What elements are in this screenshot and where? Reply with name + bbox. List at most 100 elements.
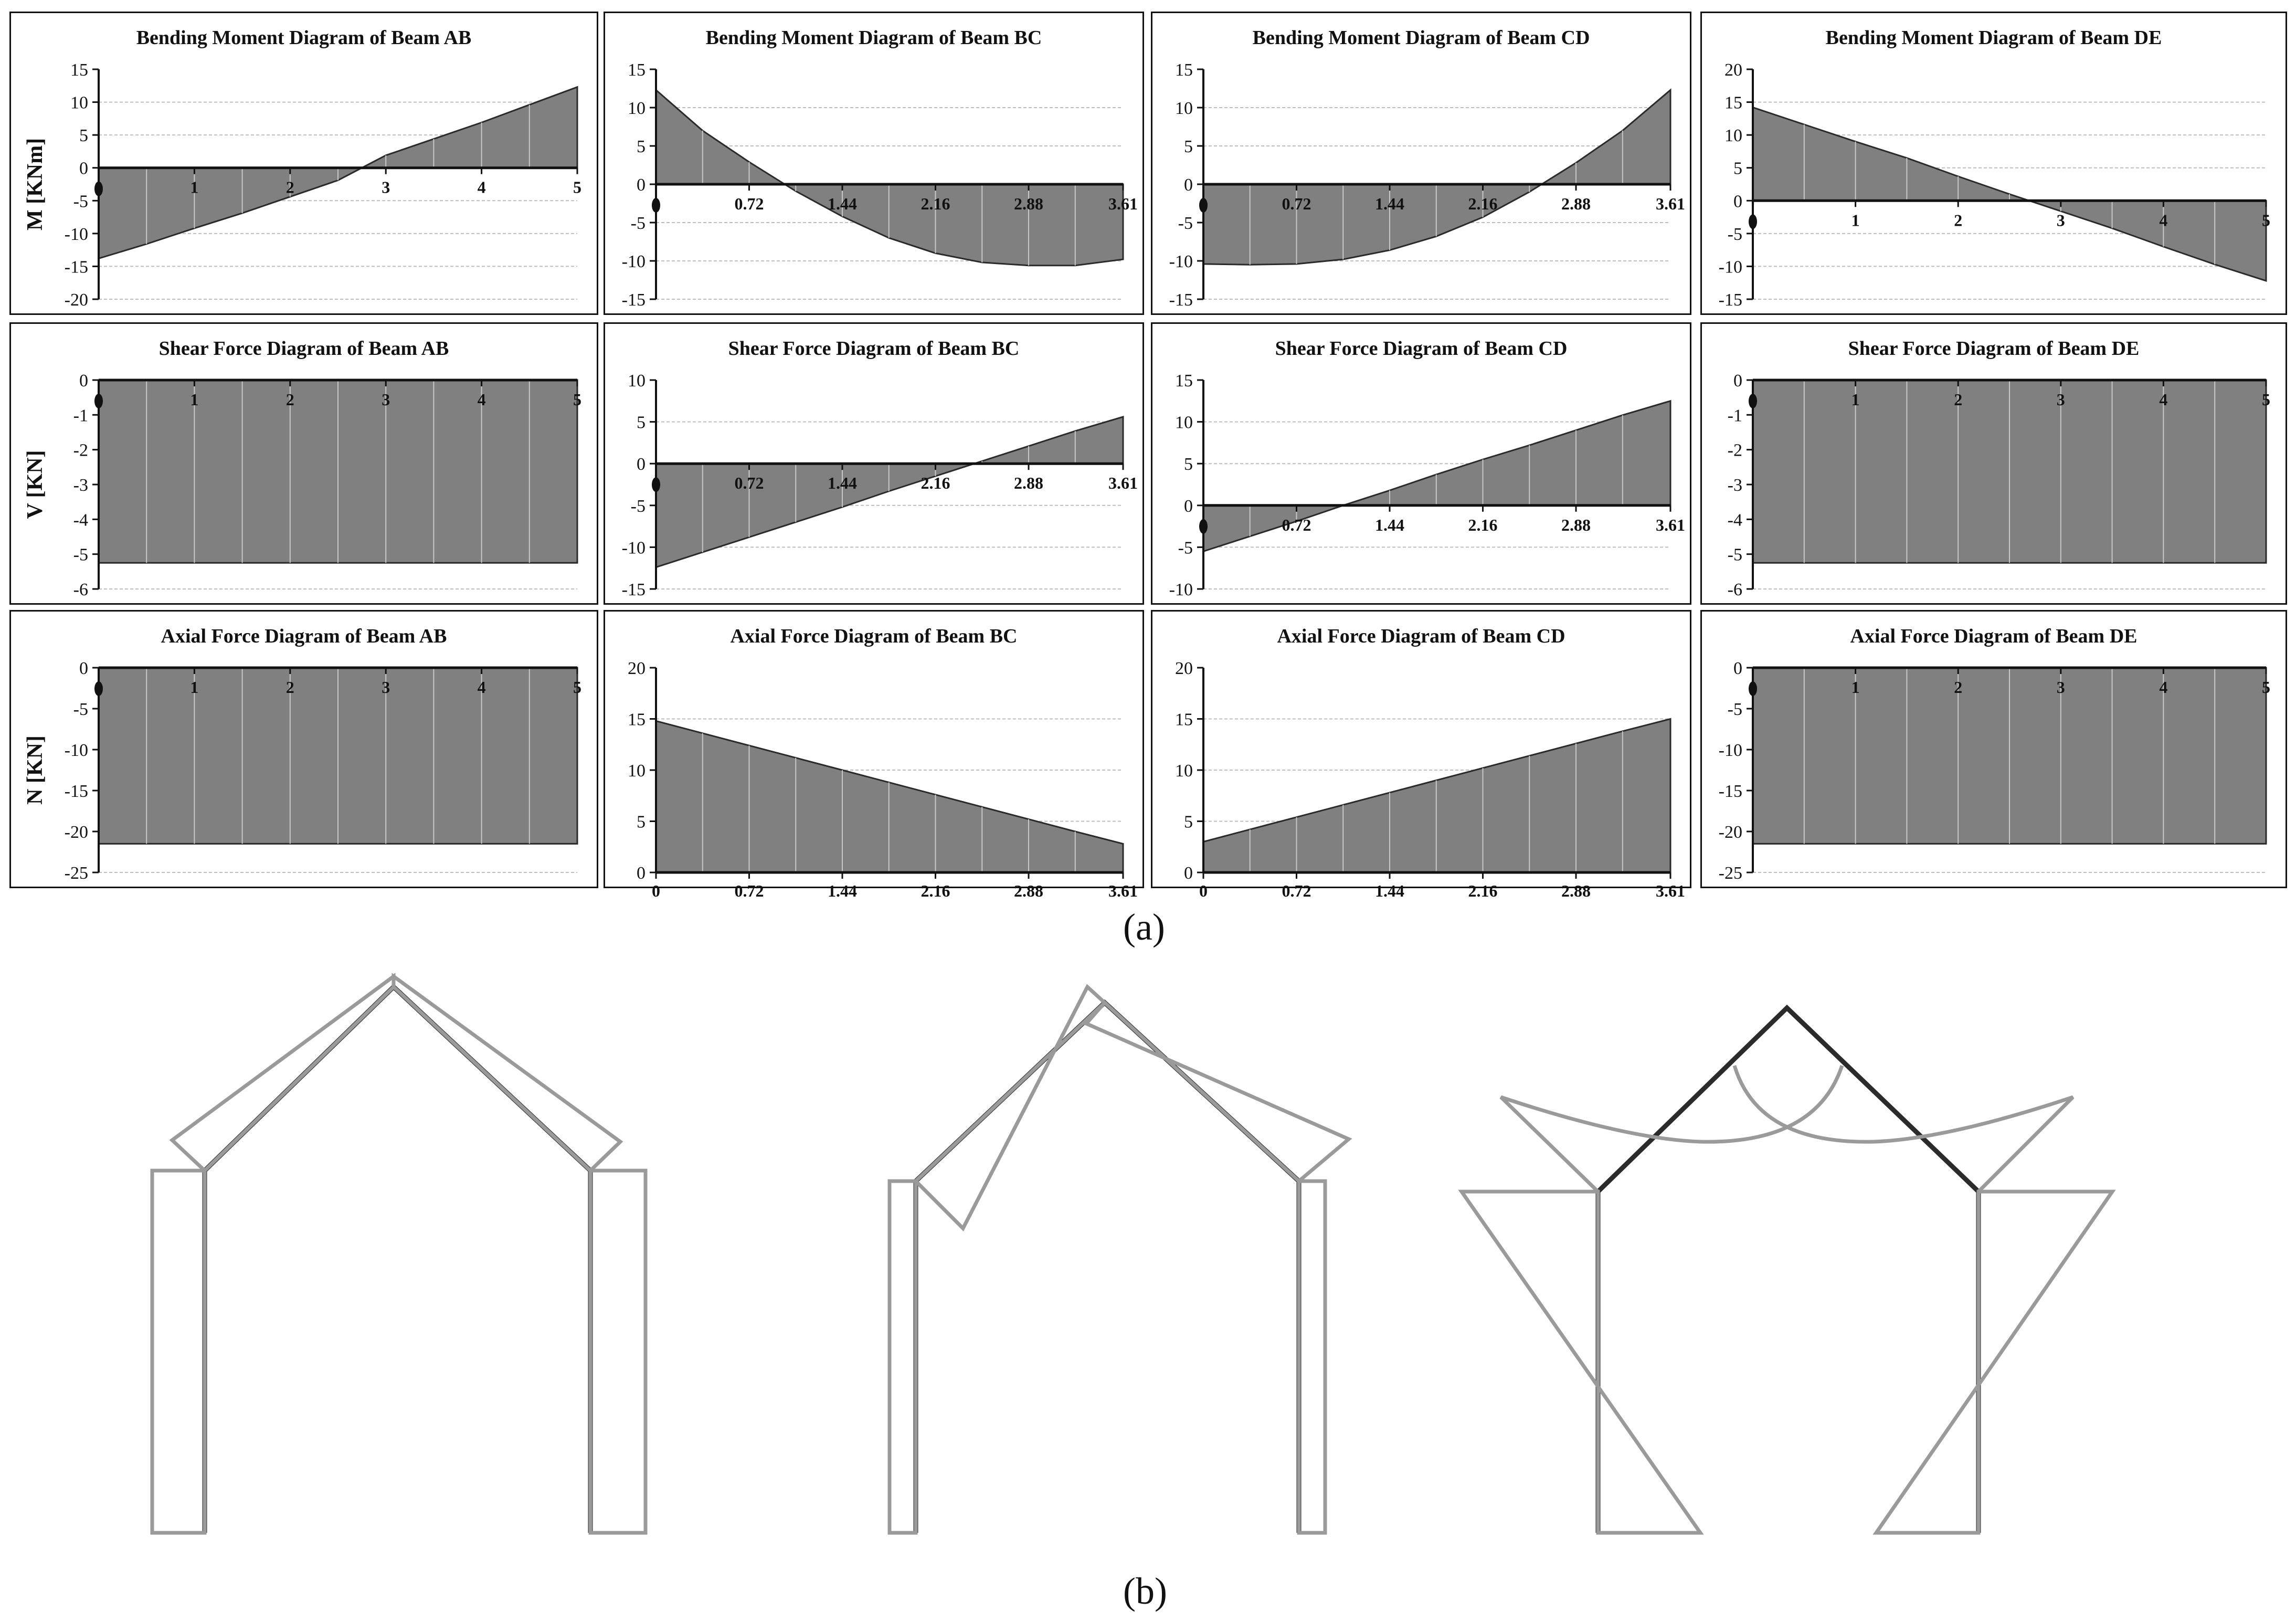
x-tick-label: 0.72 <box>1282 881 1311 900</box>
y-tick-label: 5 <box>637 413 646 433</box>
x-tick-label: 4 <box>2159 210 2167 229</box>
x-tick-label: 5 <box>573 678 581 697</box>
y-tick-label: 5 <box>79 126 88 145</box>
x-tick-label: 3 <box>382 390 390 409</box>
x-tick-label: 1 <box>1851 390 1860 409</box>
x-tick-label: 0.72 <box>1282 515 1311 534</box>
y-axis-label: V [KN] <box>23 450 47 519</box>
y-tick-label: 10 <box>1175 99 1193 118</box>
x-tick-label: 2.88 <box>1014 194 1043 213</box>
x-tick-label: 3 <box>382 678 390 697</box>
y-tick-label: -20 <box>1719 823 1742 842</box>
y-tick-label: 10 <box>1175 761 1193 781</box>
x-tick-label: 5 <box>2262 390 2270 409</box>
x-tick-label: 4 <box>478 390 486 409</box>
y-tick-label: 10 <box>628 761 646 781</box>
y-tick-label: -15 <box>1719 290 1742 310</box>
y-tick-label: 5 <box>1184 455 1193 474</box>
y-tick-label: 0 <box>79 159 88 178</box>
frame-shear <box>887 984 1352 1535</box>
y-tick-label: 0 <box>1184 864 1193 883</box>
x-tick-label: 3.61 <box>1656 881 1685 900</box>
y-tick-label: -15 <box>622 580 646 599</box>
y-tick-label: -25 <box>65 864 88 883</box>
x-tick-label: 4 <box>2159 390 2167 409</box>
frame-members <box>913 999 1302 1533</box>
y-tick-label: -5 <box>73 700 88 719</box>
shear-diagram-column-right <box>1297 1179 1327 1535</box>
y-tick-label: -5 <box>1728 700 1742 719</box>
y-tick-label: -15 <box>1169 290 1193 310</box>
y-tick-label: 0 <box>1733 659 1742 678</box>
chart-title: Shear Force Diagram of Beam AB <box>159 338 449 360</box>
frame-moment <box>150 973 648 1535</box>
x-tick-label: 2.16 <box>1468 515 1498 534</box>
chart-9: Axial Force Diagram of Beam AB0-5-10-15-… <box>9 610 598 888</box>
x-tick-label: 5 <box>2262 678 2270 697</box>
diagram-area <box>655 720 1124 873</box>
axial-diagram-column-left <box>1458 1190 1704 1535</box>
y-tick-label: 20 <box>1175 659 1193 678</box>
chart-3: Bending Moment Diagram of Beam CD151050-… <box>1151 12 1691 315</box>
y-tick-label: 5 <box>1184 813 1193 832</box>
x-tick-label: 1.44 <box>828 194 857 213</box>
y-tick-label: 5 <box>1733 159 1742 178</box>
x-tick-label: 1 <box>1851 678 1860 697</box>
axial-diagram-column-right <box>1872 1190 2116 1535</box>
origin-marker <box>1199 198 1208 213</box>
x-tick-label: 1 <box>190 390 198 409</box>
x-tick-label: 1 <box>190 178 198 197</box>
y-tick-label: -15 <box>65 257 88 277</box>
x-tick-label: 2.16 <box>921 473 950 492</box>
x-tick-label: 2.16 <box>921 194 950 213</box>
y-tick-label: 0 <box>637 175 646 195</box>
x-tick-label: 3 <box>2057 210 2065 229</box>
y-tick-label: -5 <box>73 192 88 211</box>
y-tick-label: -20 <box>65 290 88 310</box>
x-tick-label: 1.44 <box>1375 194 1404 213</box>
y-tick-label: -3 <box>1728 476 1742 495</box>
origin-marker <box>1749 681 1757 696</box>
y-tick-label: 10 <box>628 371 646 391</box>
y-axis-label: M [KNm] <box>23 138 47 230</box>
y-tick-label: -5 <box>1178 214 1193 233</box>
y-tick-label: 15 <box>1175 371 1193 391</box>
chart-1: Bending Moment Diagram of Beam AB151050-… <box>9 12 598 315</box>
caption-b: (b) <box>1123 1570 1167 1612</box>
y-tick-label: -10 <box>1719 741 1742 760</box>
x-tick-label: 2.16 <box>921 881 950 900</box>
y-tick-label: 15 <box>628 60 646 80</box>
x-tick-label: 1 <box>190 678 198 697</box>
moment-diagram-column-left <box>150 1169 207 1535</box>
y-tick-label: -10 <box>622 538 646 557</box>
x-tick-label: 2.88 <box>1561 881 1591 900</box>
x-tick-label: 2.16 <box>1468 194 1498 213</box>
x-tick-label: 1.44 <box>828 473 857 492</box>
x-tick-label: 1 <box>1851 210 1860 229</box>
x-tick-label: 2.88 <box>1014 473 1043 492</box>
y-tick-label: 10 <box>1175 413 1193 433</box>
chart-title: Bending Moment Diagram of Beam DE <box>1826 27 2162 49</box>
axial-diagram-rafter-right <box>1732 1065 2075 1193</box>
y-tick-label: 0 <box>1184 497 1193 516</box>
axial-diagram-rafter-left <box>1499 1065 1844 1193</box>
y-tick-label: -2 <box>73 441 88 460</box>
y-tick-label: -5 <box>73 545 88 565</box>
frame-diagrams <box>150 973 2116 1535</box>
x-tick-label: 3.61 <box>1656 194 1685 213</box>
y-tick-label: -5 <box>631 497 646 516</box>
y-tick-label: -10 <box>1169 252 1193 271</box>
y-axis-label: N [KN] <box>23 735 47 805</box>
x-tick-label: 3.61 <box>1656 515 1685 534</box>
shear-diagram-rafter-left <box>913 984 1108 1231</box>
y-tick-label: 0 <box>1733 192 1742 211</box>
y-tick-label: -10 <box>65 741 88 760</box>
chart-4: Bending Moment Diagram of Beam DE2015105… <box>1700 12 2287 315</box>
y-tick-label: 0 <box>1733 371 1742 391</box>
y-tick-label: -6 <box>73 580 88 599</box>
origin-marker <box>1749 214 1757 229</box>
y-tick-label: -5 <box>1728 545 1742 565</box>
panel-b-frames <box>0 940 2296 1559</box>
